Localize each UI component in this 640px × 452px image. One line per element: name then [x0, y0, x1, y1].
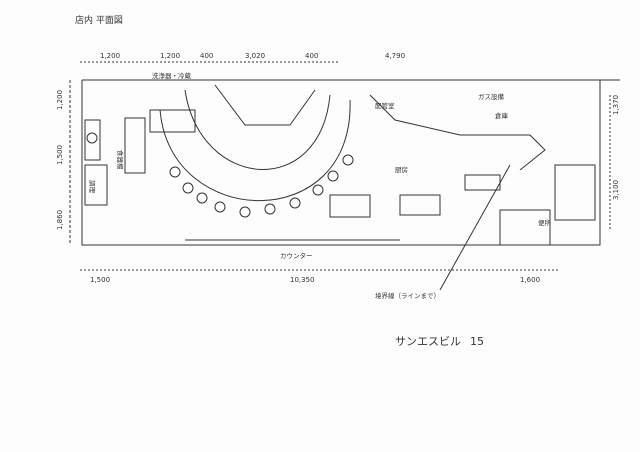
label-wc: 便所 [538, 218, 552, 227]
dim-top-1: 1,200 [100, 52, 120, 60]
stool-4 [214, 201, 226, 213]
outer-wall-bottom [140, 80, 601, 246]
bar-counter-arc [159, 99, 351, 201]
stool-5 [239, 206, 251, 218]
drawing-title: 店内 平面図 [75, 14, 123, 26]
dim-left-3: 1,860 [56, 210, 64, 230]
fixture-box-2 [399, 194, 441, 216]
dim-right-2: 3,100 [612, 180, 620, 200]
label-storage: 倉庫 [495, 111, 509, 120]
stool-2 [182, 182, 194, 194]
outer-wall-left [81, 80, 140, 246]
dim-top-5: 400 [305, 52, 318, 60]
equipment-rack [124, 117, 146, 174]
dim-bottom-3: 1,600 [520, 276, 540, 284]
dim-top-2: 1,200 [160, 52, 180, 60]
washroom [499, 209, 551, 246]
stool-9 [327, 170, 339, 182]
dim-bottom-2: 10,350 [290, 276, 315, 284]
dim-bottom-1: 1,500 [90, 276, 110, 284]
label-fixture-note: ガス設備 [478, 92, 505, 101]
leader-line [439, 164, 511, 291]
booth-trapezoid [214, 84, 316, 126]
dim-right-1: 1,370 [612, 95, 620, 115]
label-left-column-a: 食器棚 [116, 150, 125, 170]
right-wall-diagonal [369, 94, 546, 171]
sink-unit [84, 119, 101, 161]
label-pipe-space: 配管室 [375, 101, 395, 110]
building-label: サンエスビル [395, 335, 461, 348]
prep-counter [149, 109, 196, 133]
dim-left-1: 1,200 [56, 90, 64, 110]
dim-left-2: 1,500 [56, 145, 64, 165]
booth-arc-inner [184, 89, 331, 170]
label-counter: カウンター [280, 251, 313, 260]
stool-10 [342, 154, 354, 166]
stool-7 [289, 197, 301, 209]
label-boundary-line: 境界線（ラインまで） [375, 291, 440, 300]
dim-top-4: 3,020 [245, 52, 265, 60]
dim-top-3: 400 [200, 52, 213, 60]
dim-top-6: 4,790 [385, 52, 405, 60]
building-number: 15 [470, 335, 484, 348]
stool-6 [264, 203, 276, 215]
label-service-area: 厨房 [395, 165, 408, 174]
stool-8 [312, 184, 324, 196]
storage-cabinet [84, 164, 108, 206]
fixture-box-3 [329, 194, 371, 218]
stool-3 [196, 192, 208, 204]
label-kitchen-equipment: 洗浄器・冷蔵 [152, 71, 192, 80]
stool-1 [169, 166, 181, 178]
fixture-box-1 [464, 174, 501, 191]
label-left-column-b: 調理 [88, 180, 97, 194]
toilet-room [554, 164, 596, 221]
sink-basin [86, 132, 98, 144]
